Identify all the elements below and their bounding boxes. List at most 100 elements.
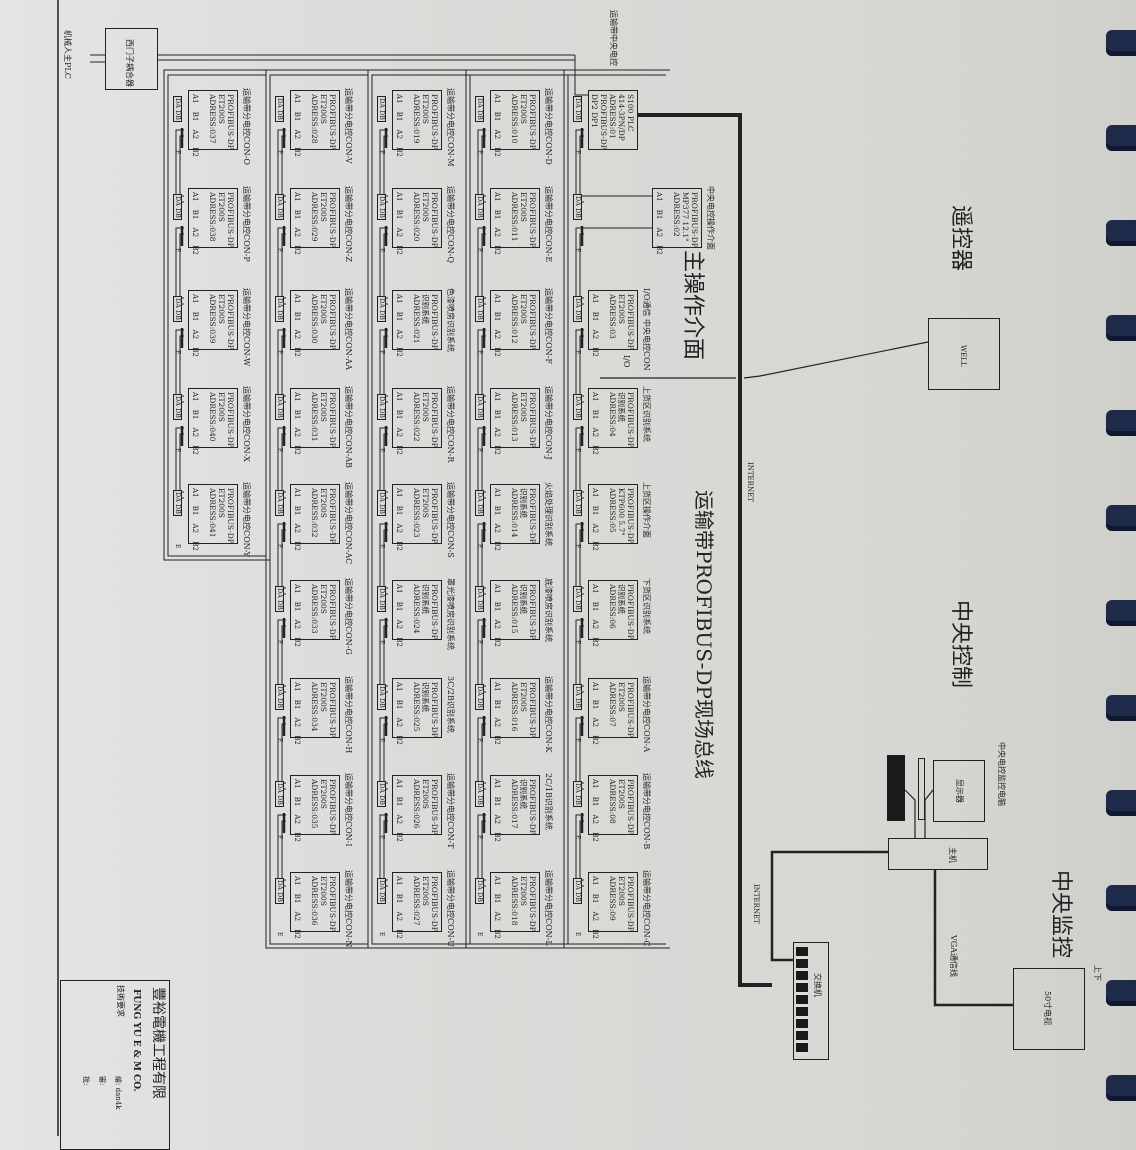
central-control-label: 运输带中央电控 [609, 10, 618, 66]
module-label: 运输带分电控CON-AC [344, 482, 353, 565]
da-db-connector: DA DB [475, 194, 484, 220]
module-label: 运输带分电控CON-Y [242, 482, 251, 557]
internet-link [770, 850, 888, 962]
earth-terminal: E [276, 835, 283, 840]
earth-terminal: E [574, 448, 581, 453]
central-monitor-title: 中央监控 [1048, 870, 1073, 959]
module-label: 运输带分电控CON-H [344, 676, 353, 754]
da-db-connector: DA DB [573, 96, 582, 122]
module-label: 上货区识别系统 [642, 386, 651, 442]
module-label: 运输带分电控CON-S [446, 482, 455, 558]
binding-ring [1106, 220, 1136, 246]
module-pins: A1 B1 A2 B2 [591, 294, 599, 357]
module-pins: A1 B1 A2 B2 [591, 779, 599, 842]
host-box: 主机 [888, 838, 988, 870]
binding-ring [1106, 1075, 1136, 1101]
module-pins: A1 B1 A2 B2 [191, 94, 199, 157]
module-pins: A1 B1 A2 B2 [395, 294, 403, 357]
module-pins: A1 B1 A2 B2 [293, 192, 301, 255]
central-pc-label: 中央电控监控电脑 [997, 742, 1006, 806]
bus-loop [269, 74, 368, 945]
io-label: I/O [622, 355, 631, 368]
host-label: 主机 [948, 847, 957, 863]
da-db-connector: DA DB [173, 194, 182, 220]
module-label: 色漆喷房识别系统 [446, 288, 455, 352]
da-db-connector: DA DB [173, 296, 182, 322]
earth-terminal: E [174, 448, 181, 453]
bus-loop [367, 69, 474, 949]
da-db-connector: DA DB [475, 394, 484, 420]
binding-ring [1106, 30, 1136, 56]
da-db-connector: DA DB [573, 194, 582, 220]
da-db-connector: DA DB [573, 878, 582, 904]
da-db-connector: DA DB [475, 684, 484, 710]
keyboard-icon [887, 755, 905, 821]
remote-link [743, 341, 929, 379]
module-pins: A1 B1 A2 B2 [493, 779, 501, 842]
module-label: 运输带分电控CON-F [544, 288, 553, 364]
earth-terminal: E [276, 248, 283, 253]
module-label: 运输带分电控CON-Q [446, 186, 455, 263]
bus-loop [163, 69, 270, 561]
tv-box: 50寸电视 [1013, 968, 1085, 1050]
da-db-connector: DA DB [275, 296, 284, 322]
module-pins: A1 B1 A2 B2 [395, 392, 403, 455]
da-db-connector: DA DB [377, 394, 386, 420]
module-pins: A1 B1 A2 B2 [191, 192, 199, 255]
remote-box-label: WELL [959, 345, 967, 367]
da-db-connector: DA DB [275, 194, 284, 220]
da-db-connector: DA DB [173, 490, 182, 516]
module-pins: A1 B1 A2 B2 [493, 192, 501, 255]
module-label: 运输带分电控CON-I [344, 773, 353, 847]
module-label: 运输带分电控CON-T [446, 773, 455, 849]
internet-trunk [638, 113, 772, 987]
module-label: 运输带分电控CON-J [544, 386, 553, 460]
earth-terminal: E [378, 932, 385, 937]
vga-cable [933, 870, 1013, 1007]
da-db-connector: DA DB [173, 394, 182, 420]
module-label: 火焰处理识别系统 [544, 482, 553, 546]
module-pins: A1 B1 A2 B2 [655, 192, 663, 255]
earth-terminal: E [174, 248, 181, 253]
module-label: 运输带分电控CON-R [446, 386, 455, 463]
module-label: 3C/2B识别系统 [446, 676, 455, 733]
earth-terminal: E [276, 544, 283, 549]
earth-terminal: E [378, 738, 385, 743]
binding-ring [1106, 505, 1136, 531]
tv-label: 50寸电视 [1043, 991, 1052, 1026]
earth-terminal: E [378, 640, 385, 645]
earth-terminal: E [574, 544, 581, 549]
da-db-connector: DA DB [377, 684, 386, 710]
module-label: 运输带分电控CON-E [544, 186, 553, 263]
module-pins: A1 B1 A2 B2 [191, 488, 199, 551]
internet-label: INTERNET [752, 884, 760, 924]
coupler-label: 西门子耦合器 [125, 39, 134, 87]
module-pins: A1 B1 A2 B2 [293, 876, 301, 939]
module-pins: A1 B1 A2 B2 [293, 94, 301, 157]
module-pins: A1 B1 A2 B2 [591, 682, 599, 745]
da-db-connector: DA DB [573, 684, 582, 710]
